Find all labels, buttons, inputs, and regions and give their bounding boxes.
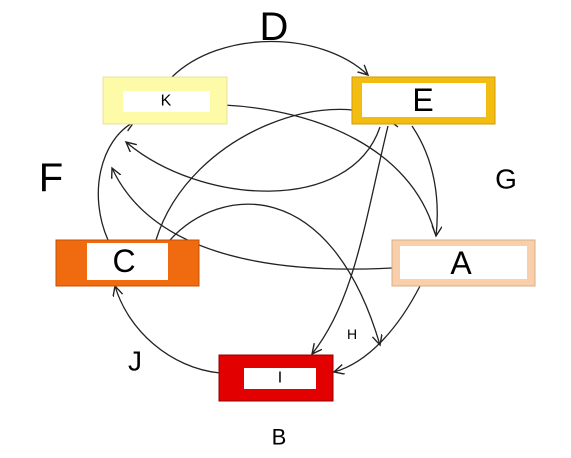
edge-c-to-i-curve <box>169 203 380 345</box>
node-i-label: I <box>278 370 282 387</box>
label-f: F <box>39 156 63 200</box>
label-d: D <box>260 5 289 49</box>
node-c-inner-box <box>87 243 168 280</box>
edge-e-to-a <box>411 125 437 236</box>
edge-i-to-c <box>115 286 221 374</box>
node-e-inner-box <box>362 83 486 117</box>
node-a-inner-box <box>400 246 527 279</box>
node-i-inner-box <box>244 368 316 389</box>
node-c[interactable]: C <box>55 239 200 287</box>
label-h: H <box>347 326 357 342</box>
edge-k-to-a <box>223 104 435 231</box>
edge-e-to-k <box>126 126 381 192</box>
label-g: G <box>495 164 517 195</box>
node-k-inner-box <box>123 91 210 112</box>
node-a-label: A <box>450 245 472 281</box>
node-a[interactable]: A <box>391 239 536 287</box>
node-k[interactable]: K <box>102 76 228 125</box>
node-c-label: C <box>112 243 135 279</box>
edge-a-to-i <box>334 285 421 372</box>
edge-k-to-e <box>171 40 368 78</box>
edge-a-to-k <box>112 168 393 270</box>
edge-c-to-k <box>97 122 134 241</box>
node-k-label: K <box>161 93 172 110</box>
node-i[interactable]: I <box>218 354 334 402</box>
edge-e-to-i <box>312 125 389 354</box>
label-j: J <box>128 346 142 377</box>
node-e[interactable]: E <box>351 76 496 125</box>
label-b: B <box>272 425 287 450</box>
node-e-label: E <box>412 82 433 118</box>
